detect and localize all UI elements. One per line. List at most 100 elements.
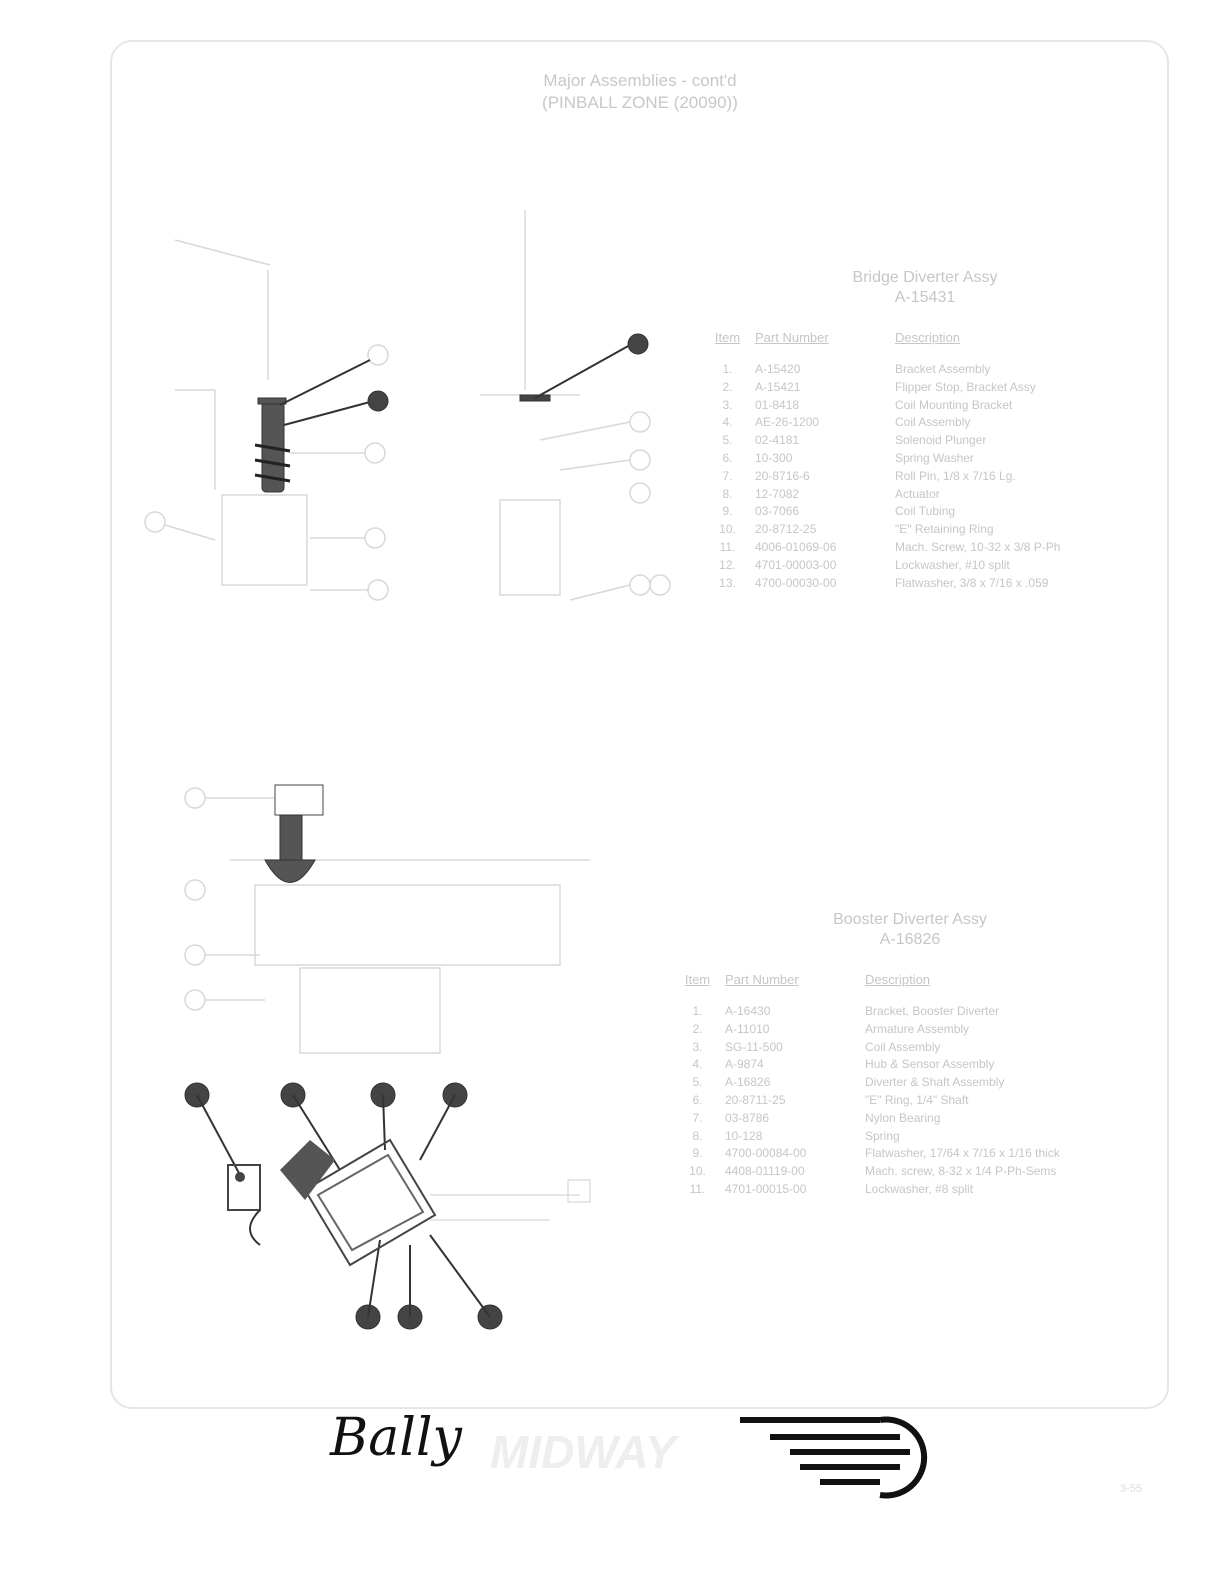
assembly-number: A-15431: [894, 289, 956, 306]
part-number: 10-128: [725, 1128, 763, 1143]
table-row: 5. 02-4181 Solenoid Plunger: [700, 432, 1150, 450]
bridge-diverter-diagram-side: [144, 239, 389, 601]
table-header: Item Part Number Description: [700, 330, 1150, 345]
description: Flipper Stop, Bracket Assy: [895, 379, 1036, 394]
part-number: AE-26-1200: [755, 415, 820, 430]
col-part-number: Part Number: [725, 972, 799, 987]
item-number: 3.: [692, 1039, 703, 1054]
part-number: A-16826: [725, 1075, 771, 1090]
part-number: A-15421: [755, 379, 801, 394]
description: Lockwasher, #8 split: [865, 1181, 974, 1196]
bally-logo: Bally: [330, 1408, 462, 1468]
description: Actuator: [895, 486, 940, 501]
table-row: 5. A-16826 Diverter & Shaft Assembly: [670, 1074, 1150, 1092]
col-description: Description: [865, 972, 931, 987]
part-number: A-15420: [755, 362, 801, 376]
description: Mach. screw, 8-32 x 1/4 P-Ph-Sems: [865, 1164, 1057, 1179]
page-number: 3-55: [1120, 1483, 1143, 1495]
part-number: 02-4181: [755, 433, 800, 448]
part-number: 4006-01069-06: [755, 539, 837, 554]
booster-diverter-diagram-side: [184, 787, 590, 1054]
item-number: 7.: [692, 1110, 703, 1125]
item-number: 10.: [719, 522, 736, 537]
description: Hub & Sensor Assembly: [865, 1057, 995, 1072]
item-number: 3.: [722, 397, 733, 412]
description: "E" Ring, 1/4" Shaft: [865, 1092, 969, 1107]
description: Mach. Screw, 10-32 x 3/8 P-Ph: [895, 539, 1061, 554]
part-number: 01-8418: [755, 397, 800, 412]
assembly-number: A-16826: [879, 931, 941, 948]
item-number: 12.: [719, 557, 736, 572]
part-number: A-11010: [725, 1021, 770, 1036]
col-part-number: Part Number: [755, 330, 829, 345]
item-number: 6.: [722, 450, 733, 465]
item-number: 1.: [722, 362, 733, 376]
item-number: 2.: [692, 1021, 703, 1036]
booster-coil: [264, 784, 324, 883]
part-number: 20-8716-6: [755, 468, 810, 483]
table-row: 12. 4701-00003-00 Lockwasher, #10 split: [700, 557, 1150, 575]
midway-logo: MIDWAY: [490, 1426, 676, 1478]
item-number: 6.: [692, 1092, 703, 1107]
part-number: 03-8786: [725, 1110, 770, 1125]
item-number: 2.: [722, 379, 733, 394]
item-number: 9.: [722, 504, 733, 519]
table-row: 6. 10-300 Spring Washer: [700, 450, 1150, 468]
part-number: A-16430: [725, 1004, 771, 1018]
col-item: Item: [684, 972, 711, 987]
item-number: 13.: [719, 575, 736, 590]
table-row: 1. A-15420 Bracket Assembly: [700, 361, 1150, 379]
table-header: Item Part Number Description: [670, 972, 1150, 987]
item-number: 9.: [692, 1146, 703, 1161]
item-number: 8.: [692, 1128, 703, 1143]
description: Spring Washer: [895, 450, 974, 465]
item-number: 11.: [719, 539, 736, 554]
speedwing-logo-icon: [740, 1416, 928, 1499]
table-row: 1. A-16430 Bracket, Booster Diverter: [670, 1003, 1150, 1021]
table-row: 4. AE-26-1200 Coil Assembly: [700, 414, 1150, 432]
part-number: SG-11-500: [725, 1039, 783, 1054]
part-number: 12-7082: [755, 486, 800, 501]
table-title: Bridge Diverter Assy: [852, 269, 998, 286]
item-number: 4.: [692, 1057, 703, 1072]
item-number: 5.: [692, 1075, 703, 1090]
description: Lockwasher, #10 split: [895, 557, 1010, 572]
description: Bracket Assembly: [895, 362, 991, 376]
item-number: 8.: [722, 486, 733, 501]
bridge-plunger: [519, 333, 649, 402]
description: Roll Pin, 1/8 x 7/16 Lg.: [895, 468, 1016, 483]
table-row: 10.20-8712-25"E" Retaining Ring: [700, 521, 1150, 539]
table-row: 6. 20-8711-25 "E" Ring, 1/4" Shaft: [670, 1092, 1150, 1110]
description: Diverter & Shaft Assembly: [865, 1075, 1005, 1090]
item-number: 4.: [722, 415, 733, 430]
bridge-diverter-diagram-front: [480, 210, 671, 601]
part-number: 4701-00003-00: [755, 557, 837, 572]
description: Solenoid Plunger: [895, 433, 987, 448]
item-number: 5.: [722, 433, 733, 448]
item-number: 1.: [692, 1004, 703, 1018]
description: Bracket, Booster Diverter: [865, 1004, 1000, 1018]
table-row: 8. 12-7082 Actuator: [700, 486, 1150, 504]
part-number: 03-7066: [755, 504, 800, 519]
description: Flatwasher, 3/8 x 7/16 x .059: [895, 575, 1049, 590]
table-row: 11. 4006-01069-06 Mach. Screw, 10-32 x 3/8…: [700, 539, 1150, 557]
part-number: 4700-00084-00: [725, 1146, 807, 1161]
bridge-coil: [254, 359, 389, 493]
description: Coil Assembly: [895, 415, 971, 430]
description: Flatwasher, 17/64 x 7/16 x 1/16 thick: [865, 1146, 1060, 1161]
title-line-2: (PINBALL ZONE (20090)): [542, 93, 738, 112]
part-number: 10-300: [755, 450, 793, 465]
title-line-1: Major Assemblies - cont'd: [543, 71, 737, 90]
part-number: 4701-00015-00: [725, 1181, 807, 1196]
part-number: 20-8711-25: [725, 1092, 786, 1107]
